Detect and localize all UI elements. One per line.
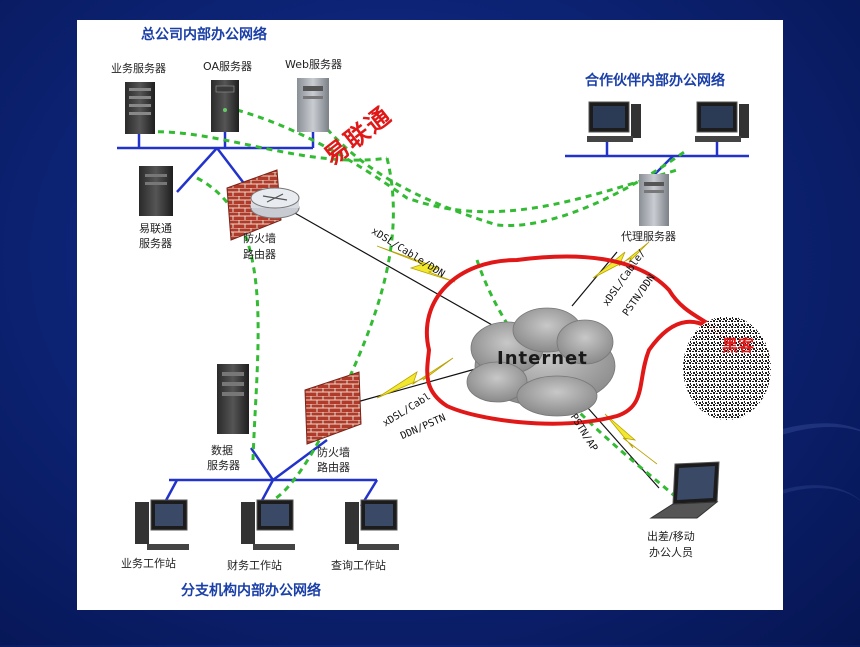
business-server-icon (125, 82, 155, 134)
mobile-user-label-1: 出差/移动 (647, 530, 695, 543)
business-server-label: 业务服务器 (111, 62, 166, 75)
ws-finance-icon (241, 499, 295, 550)
ws-query-label: 查询工作站 (331, 559, 386, 572)
web-server-label: Web服务器 (285, 58, 342, 71)
slide-canvas: 总公司内部办公网络 合作伙伴内部办公网络 分支机构内部办公网络 业务服务器 OA… (77, 20, 783, 610)
branch-firewall-label-1: 防火墙 (317, 446, 350, 459)
hacker-noise-icon (683, 316, 771, 420)
network-diagram (117, 78, 771, 550)
data-server-label-1: 数据 (211, 444, 233, 457)
data-server-label-2: 服务器 (207, 459, 240, 472)
hq-firewall-label-2: 路由器 (243, 248, 276, 261)
hq-firewall-label-1: 防火墙 (243, 232, 276, 245)
ws-business-icon (135, 499, 189, 550)
hacker-label: 黑客 (722, 336, 755, 355)
ylt-server-icon (139, 166, 173, 216)
lightning-bolts (376, 241, 658, 465)
mobile-laptop-icon (649, 461, 720, 519)
wan-links (292, 211, 660, 489)
hq-router-icon (250, 187, 300, 219)
branch-firewall-icon (304, 371, 362, 445)
oa-server-label: OA服务器 (203, 60, 252, 73)
ylt-server-label-2: 服务器 (139, 237, 172, 250)
mobile-user-label-2: 办公人员 (649, 546, 693, 559)
web-server-icon (297, 78, 329, 132)
proxy-server-icon (639, 174, 669, 226)
ws-finance-label: 财务工作站 (227, 559, 282, 572)
internet-label: Internet (497, 348, 588, 369)
partner-network-title: 合作伙伴内部办公网络 (585, 73, 725, 89)
partner-bus (565, 142, 749, 179)
ws-business-label: 业务工作站 (121, 557, 176, 570)
partner-pc-1-icon (587, 101, 641, 142)
internet-cloud (466, 307, 616, 417)
ws-query-icon (345, 499, 399, 550)
ylt-server-label-1: 易联通 (139, 222, 172, 235)
branch-network-title: 分支机构内部办公网络 (181, 583, 321, 599)
partner-pc-2-icon (695, 101, 749, 142)
hacker-annotation-loop (425, 254, 727, 426)
hq-network-title: 总公司内部办公网络 (141, 27, 267, 43)
oa-server-icon (211, 80, 239, 132)
branch-firewall-label-2: 路由器 (317, 461, 350, 474)
proxy-server-label: 代理服务器 (621, 230, 676, 243)
data-server-icon (217, 364, 249, 434)
